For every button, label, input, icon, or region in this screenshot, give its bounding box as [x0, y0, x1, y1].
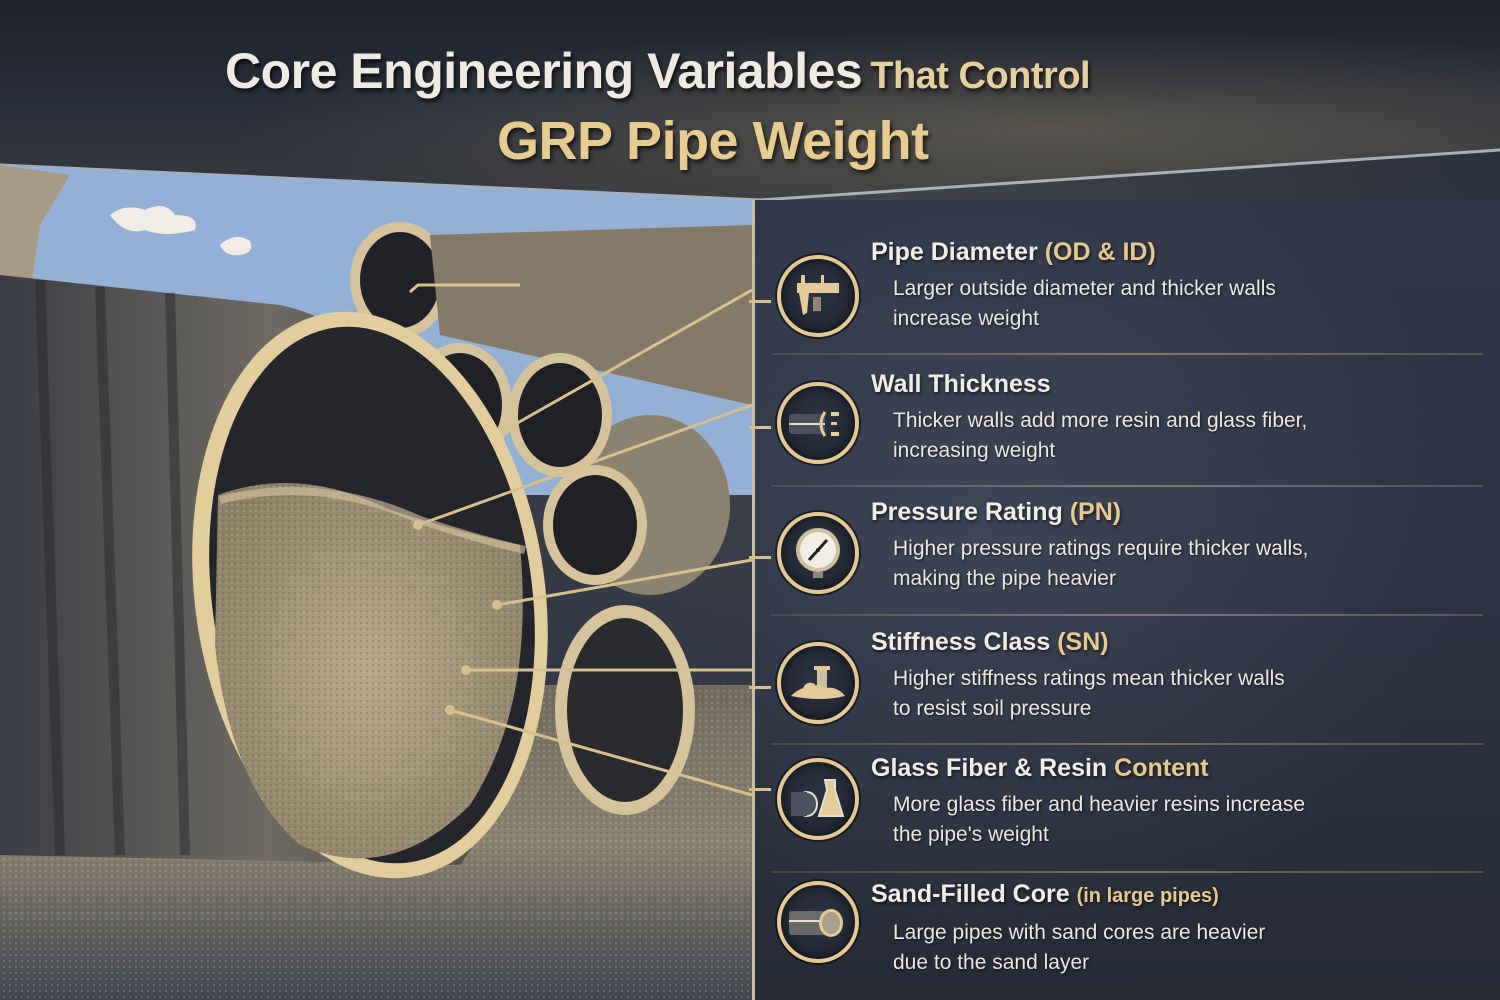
pipe-photo [0, 165, 752, 1000]
variable-item-stiffness-class: Stiffness Class (SN) Higher stiffness ra… [749, 620, 1500, 748]
item-title: Sand-Filled Core (in large pipes) [871, 880, 1219, 908]
title-sub: That Control [870, 55, 1091, 97]
page-subtitle: GRP Pipe Weight [497, 111, 929, 171]
pressure-gauge-icon [777, 512, 859, 594]
item-description: Large pipes with sand cores are heavier … [893, 921, 1266, 974]
item-title: Stiffness Class (SN) [871, 628, 1109, 656]
item-description: Larger outside diameter and thicker wall… [893, 277, 1276, 330]
variable-item-glass-fiber-resin: Glass Fiber & Resin Content More glass f… [749, 748, 1500, 876]
soil-post-icon [777, 642, 859, 724]
sand-core-pipe-icon [777, 881, 859, 963]
callout-lines [409, 283, 752, 797]
divider [771, 485, 1483, 487]
callout-connector [749, 686, 771, 689]
item-description: More glass fiber and heavier resins incr… [893, 793, 1306, 846]
item-description: Higher pressure ratings require thicker … [893, 537, 1309, 590]
pipe-wall-icon [777, 382, 859, 464]
item-description: Higher stiffness ratings mean thicker wa… [893, 667, 1285, 720]
variable-item-sand-filled-core: Sand-Filled Core (in large pipes) Large … [755, 876, 1500, 1000]
variable-item-pipe-diameter: Pipe Diameter (OD & ID) Larger outside d… [749, 230, 1500, 358]
divider [771, 743, 1483, 745]
item-title: Glass Fiber & Resin Content [871, 754, 1209, 782]
item-description: Thicker walls add more resin and glass f… [893, 409, 1308, 462]
variables-panel: Pipe Diameter (OD & ID) Larger outside d… [749, 200, 1500, 1000]
caliper-icon [777, 255, 859, 337]
variable-item-pressure-rating: Pressure Rating (PN) Higher pressure rat… [749, 490, 1500, 618]
variable-item-wall-thickness: Wall Thickness Thicker walls add more re… [749, 360, 1500, 488]
title-main: Core Engineering Variables [225, 43, 863, 99]
callout-connector [749, 788, 771, 791]
divider [771, 614, 1483, 616]
item-title: Pressure Rating (PN) [871, 498, 1122, 526]
item-title: Wall Thickness [871, 370, 1051, 398]
callout-connector [749, 556, 771, 559]
callout-connector [749, 300, 771, 303]
callout-connector [749, 426, 771, 429]
divider [771, 353, 1483, 355]
item-title: Pipe Diameter (OD & ID) [871, 238, 1156, 266]
divider [771, 871, 1483, 873]
fiber-resin-beaker-icon [777, 758, 859, 840]
